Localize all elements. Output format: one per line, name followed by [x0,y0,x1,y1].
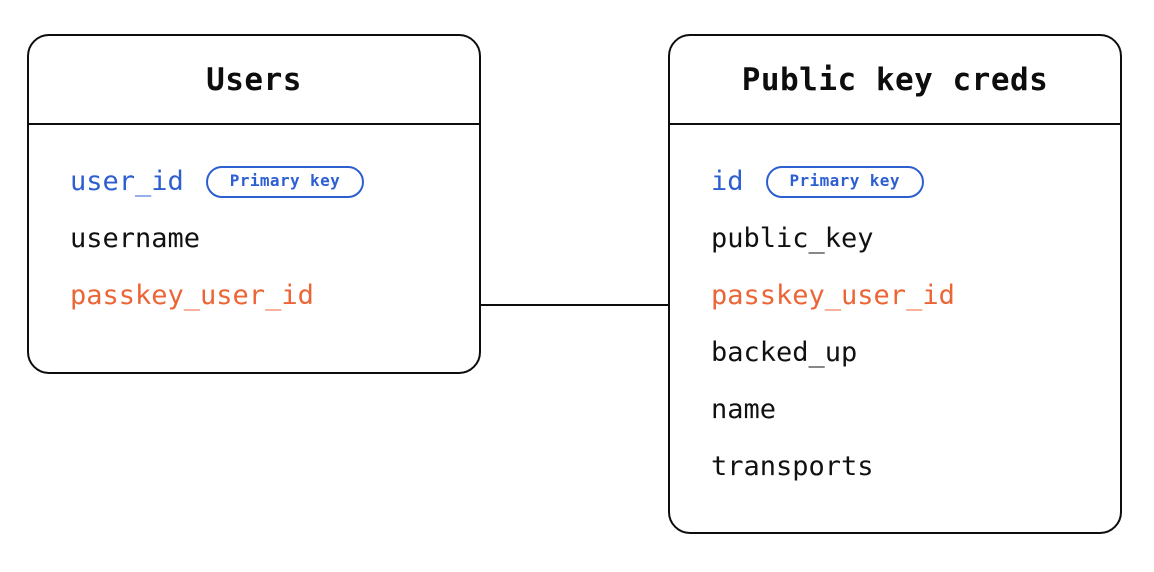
field-row-backed-up[interactable]: backed_up [670,324,1120,381]
field-name-users-passkey-user-id: passkey_user_id [70,280,314,311]
field-name-id: id [711,166,744,197]
entity-public-key-creds-header: Public key creds [670,36,1120,125]
entity-public-key-creds-title: Public key creds [741,61,1049,98]
field-row-id[interactable]: id Primary key [670,153,1120,210]
field-row-username[interactable]: username [29,210,479,267]
field-name-user-id: user_id [70,166,184,197]
field-row-name[interactable]: name [670,381,1120,438]
field-name-transports: transports [711,451,874,482]
field-name-name: name [711,394,777,425]
field-row-users-passkey-user-id[interactable]: passkey_user_id [29,267,479,324]
relationship-connector-passkey-user-id [481,304,668,306]
field-name-backed-up: backed_up [711,337,858,368]
field-name-username: username [70,223,201,254]
entity-users-header: Users [29,36,479,125]
entity-users-field-list: user_id Primary key username passkey_use… [29,125,479,324]
field-row-creds-passkey-user-id[interactable]: passkey_user_id [670,267,1120,324]
primary-key-badge-id: Primary key [765,165,924,198]
field-row-public-key[interactable]: public_key [670,210,1120,267]
entity-users[interactable]: Users user_id Primary key username passk… [27,34,481,374]
entity-public-key-creds-field-list: id Primary key public_key passkey_user_i… [670,125,1120,495]
primary-key-badge-label: Primary key [229,171,341,190]
primary-key-badge-label: Primary key [789,171,900,190]
field-name-creds-passkey-user-id: passkey_user_id [711,280,955,311]
field-row-user-id[interactable]: user_id Primary key [29,153,479,210]
primary-key-badge-user-id: Primary key [205,165,365,198]
field-row-transports[interactable]: transports [670,438,1120,495]
entity-public-key-creds[interactable]: Public key creds id Primary key public_k… [668,34,1122,534]
entity-users-title: Users [206,61,302,98]
field-name-public-key: public_key [711,223,874,254]
